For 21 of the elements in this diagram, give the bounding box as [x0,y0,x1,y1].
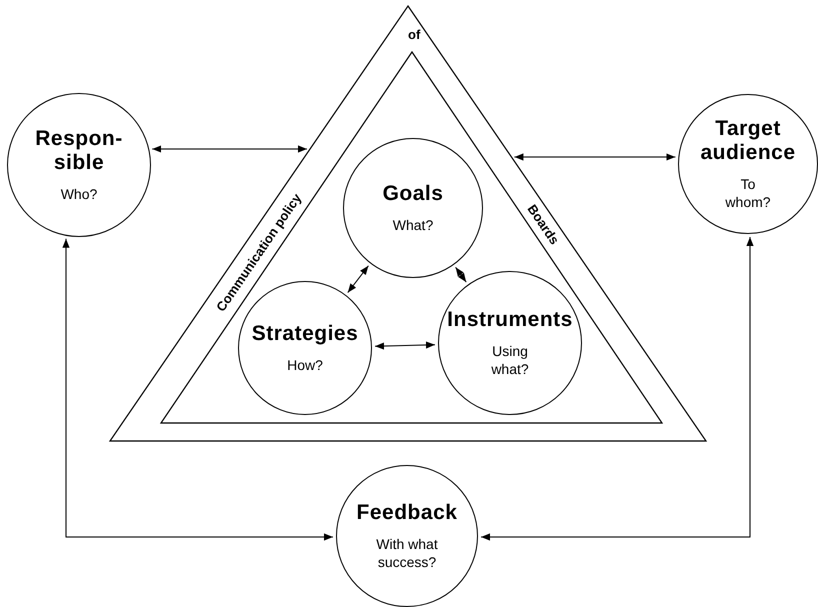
concept-title: Goals [382,182,444,206]
concept-title: Strategies [252,322,358,346]
concept-title: Feedback [356,500,458,525]
double-arrow [152,145,308,153]
concept-question: How? [287,356,323,374]
concept-question: What? [392,216,434,234]
concept-title: Respon- sible [34,126,124,176]
concept-question: To whom? [724,174,772,212]
concept-question: Who? [60,185,98,204]
side-label: of [408,26,420,42]
double-arrow [347,265,369,294]
double-arrow [480,236,754,541]
inner-triangle [161,52,662,423]
double-arrow [514,153,676,161]
double-arrow [455,266,467,283]
concept-title: Target audience [699,116,797,165]
concept-question: With what success? [375,534,439,572]
concept-title: Instruments [447,308,573,332]
concept-question: Using what? [490,342,530,378]
double-arrow [374,341,436,350]
double-arrow [62,238,334,541]
